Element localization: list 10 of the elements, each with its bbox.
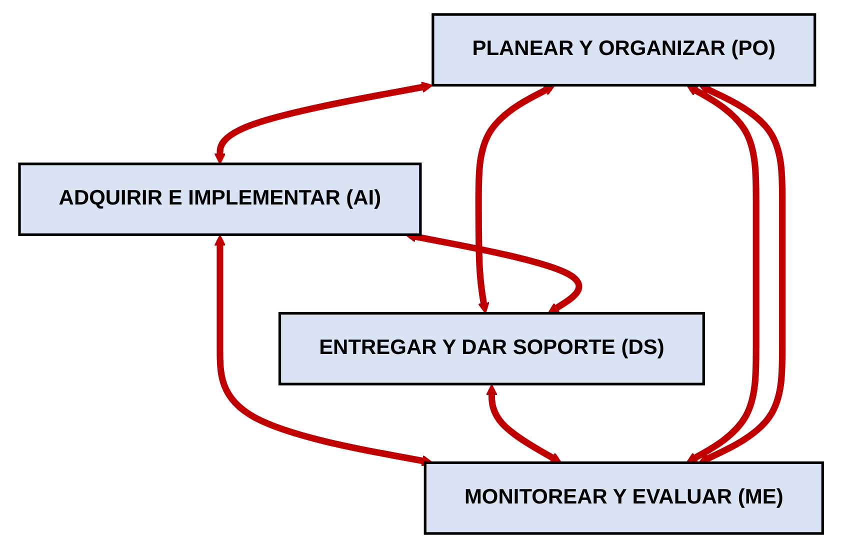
node-box: MONITOREAR Y EVALUAR (ME) [424, 461, 824, 535]
arrow [486, 384, 562, 464]
arrow [476, 84, 556, 314]
node-box: ENTREGAR Y DAR SOPORTE (DS) [278, 312, 706, 386]
node-box: PLANEAR Y ORGANIZAR (PO) [432, 13, 817, 87]
arrow [686, 85, 760, 464]
node-box: ADQUIRIR E IMPLEMENTAR (AI) [18, 162, 422, 236]
arrow [698, 84, 786, 464]
arrow [214, 82, 434, 164]
arrow [214, 234, 434, 466]
